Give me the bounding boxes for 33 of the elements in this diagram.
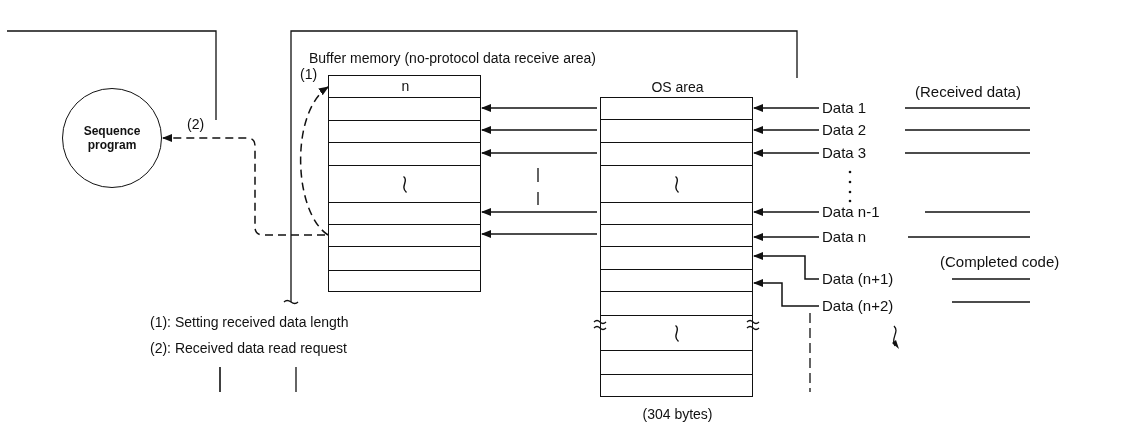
arrow <box>753 252 820 280</box>
node-text: Sequence program <box>82 124 142 152</box>
arrow <box>753 149 820 157</box>
edge-label: (2) <box>187 116 205 132</box>
edge-label: (1) <box>300 66 318 82</box>
data-label: Data (n+1) <box>822 271 894 287</box>
arrow <box>753 233 820 241</box>
text-label: (Completed code) <box>940 254 1060 270</box>
size-note: (304 bytes) <box>641 406 714 422</box>
arrow <box>753 208 820 216</box>
arrow <box>481 208 598 216</box>
text-label: (2): Received data read request <box>150 340 347 356</box>
data-label: Data n-1 <box>822 204 880 220</box>
arrow <box>481 149 598 157</box>
arrow <box>753 126 820 134</box>
data-label: Data n <box>822 229 867 245</box>
text-label: (Received data) <box>915 84 1021 100</box>
dashed-arrow <box>162 134 326 236</box>
data-label: Data (n+2) <box>822 298 894 314</box>
cell-label: n <box>400 78 411 94</box>
data-label: Data 1 <box>822 100 867 116</box>
memory-table <box>328 75 481 292</box>
table-heading: OS area <box>650 79 705 95</box>
data-label: Data 3 <box>822 145 867 161</box>
arrow <box>481 230 598 238</box>
text-label: Buffer memory (no-protocol data receive area) <box>309 50 596 66</box>
arrow <box>753 104 820 112</box>
text-label: (1): Setting received data length <box>150 314 349 330</box>
arrow <box>481 104 598 112</box>
arrow <box>753 279 820 307</box>
dashed-arrow <box>299 86 329 236</box>
data-label: Data 2 <box>822 122 867 138</box>
arrow <box>481 126 598 134</box>
